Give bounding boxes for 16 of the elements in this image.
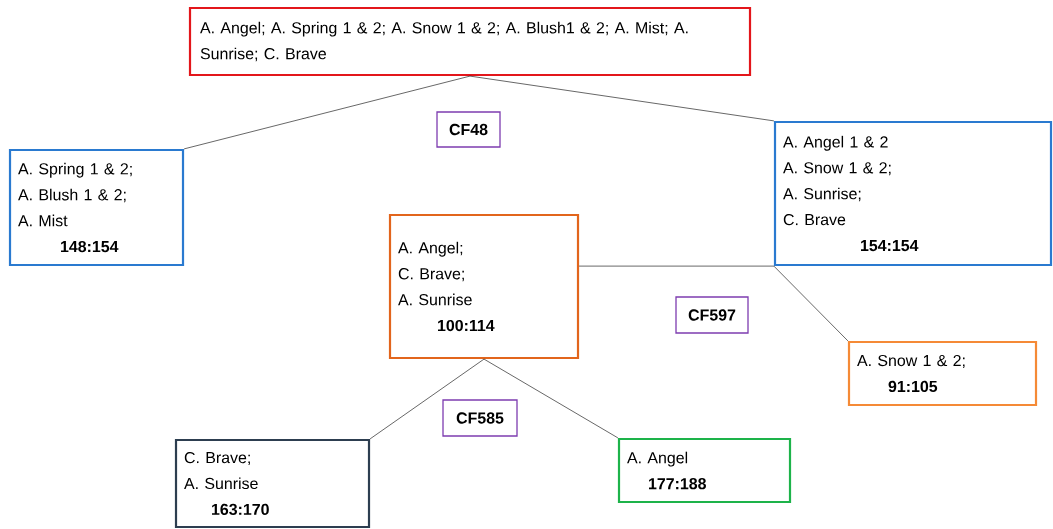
tag-box: CF597 [675, 296, 749, 334]
connector-line [773, 265, 849, 342]
group-box: A. Angel 177:188 [617, 437, 792, 504]
connector-line [483, 358, 619, 439]
connector-line [578, 265, 775, 267]
connector-line [369, 358, 485, 440]
connector-line [469, 75, 775, 122]
group-box: A. Angel; A. Spring 1 & 2; A. Snow 1 & 2; A. Blush1 & 2; A. Mist; A. Sunrise; C. Brave [188, 6, 752, 77]
group-box: C. Brave; A. Sunrise 163:170 [174, 438, 371, 529]
group-box: A. Angel 1 & 2 A. Snow 1 & 2; A. Sunrise; C. Brave 154:154 [773, 120, 1053, 267]
group-box: A. Snow 1 & 2; 91:105 [847, 340, 1038, 407]
group-box: A. Angel; C. Brave; A. Sunrise 100:114 [388, 213, 580, 360]
tag-box: CF585 [442, 399, 518, 437]
connector-line [183, 75, 471, 150]
tag-box: CF48 [436, 111, 501, 148]
group-box: A. Spring 1 & 2; A. Blush 1 & 2; A. Mist 148:154 [8, 148, 185, 267]
